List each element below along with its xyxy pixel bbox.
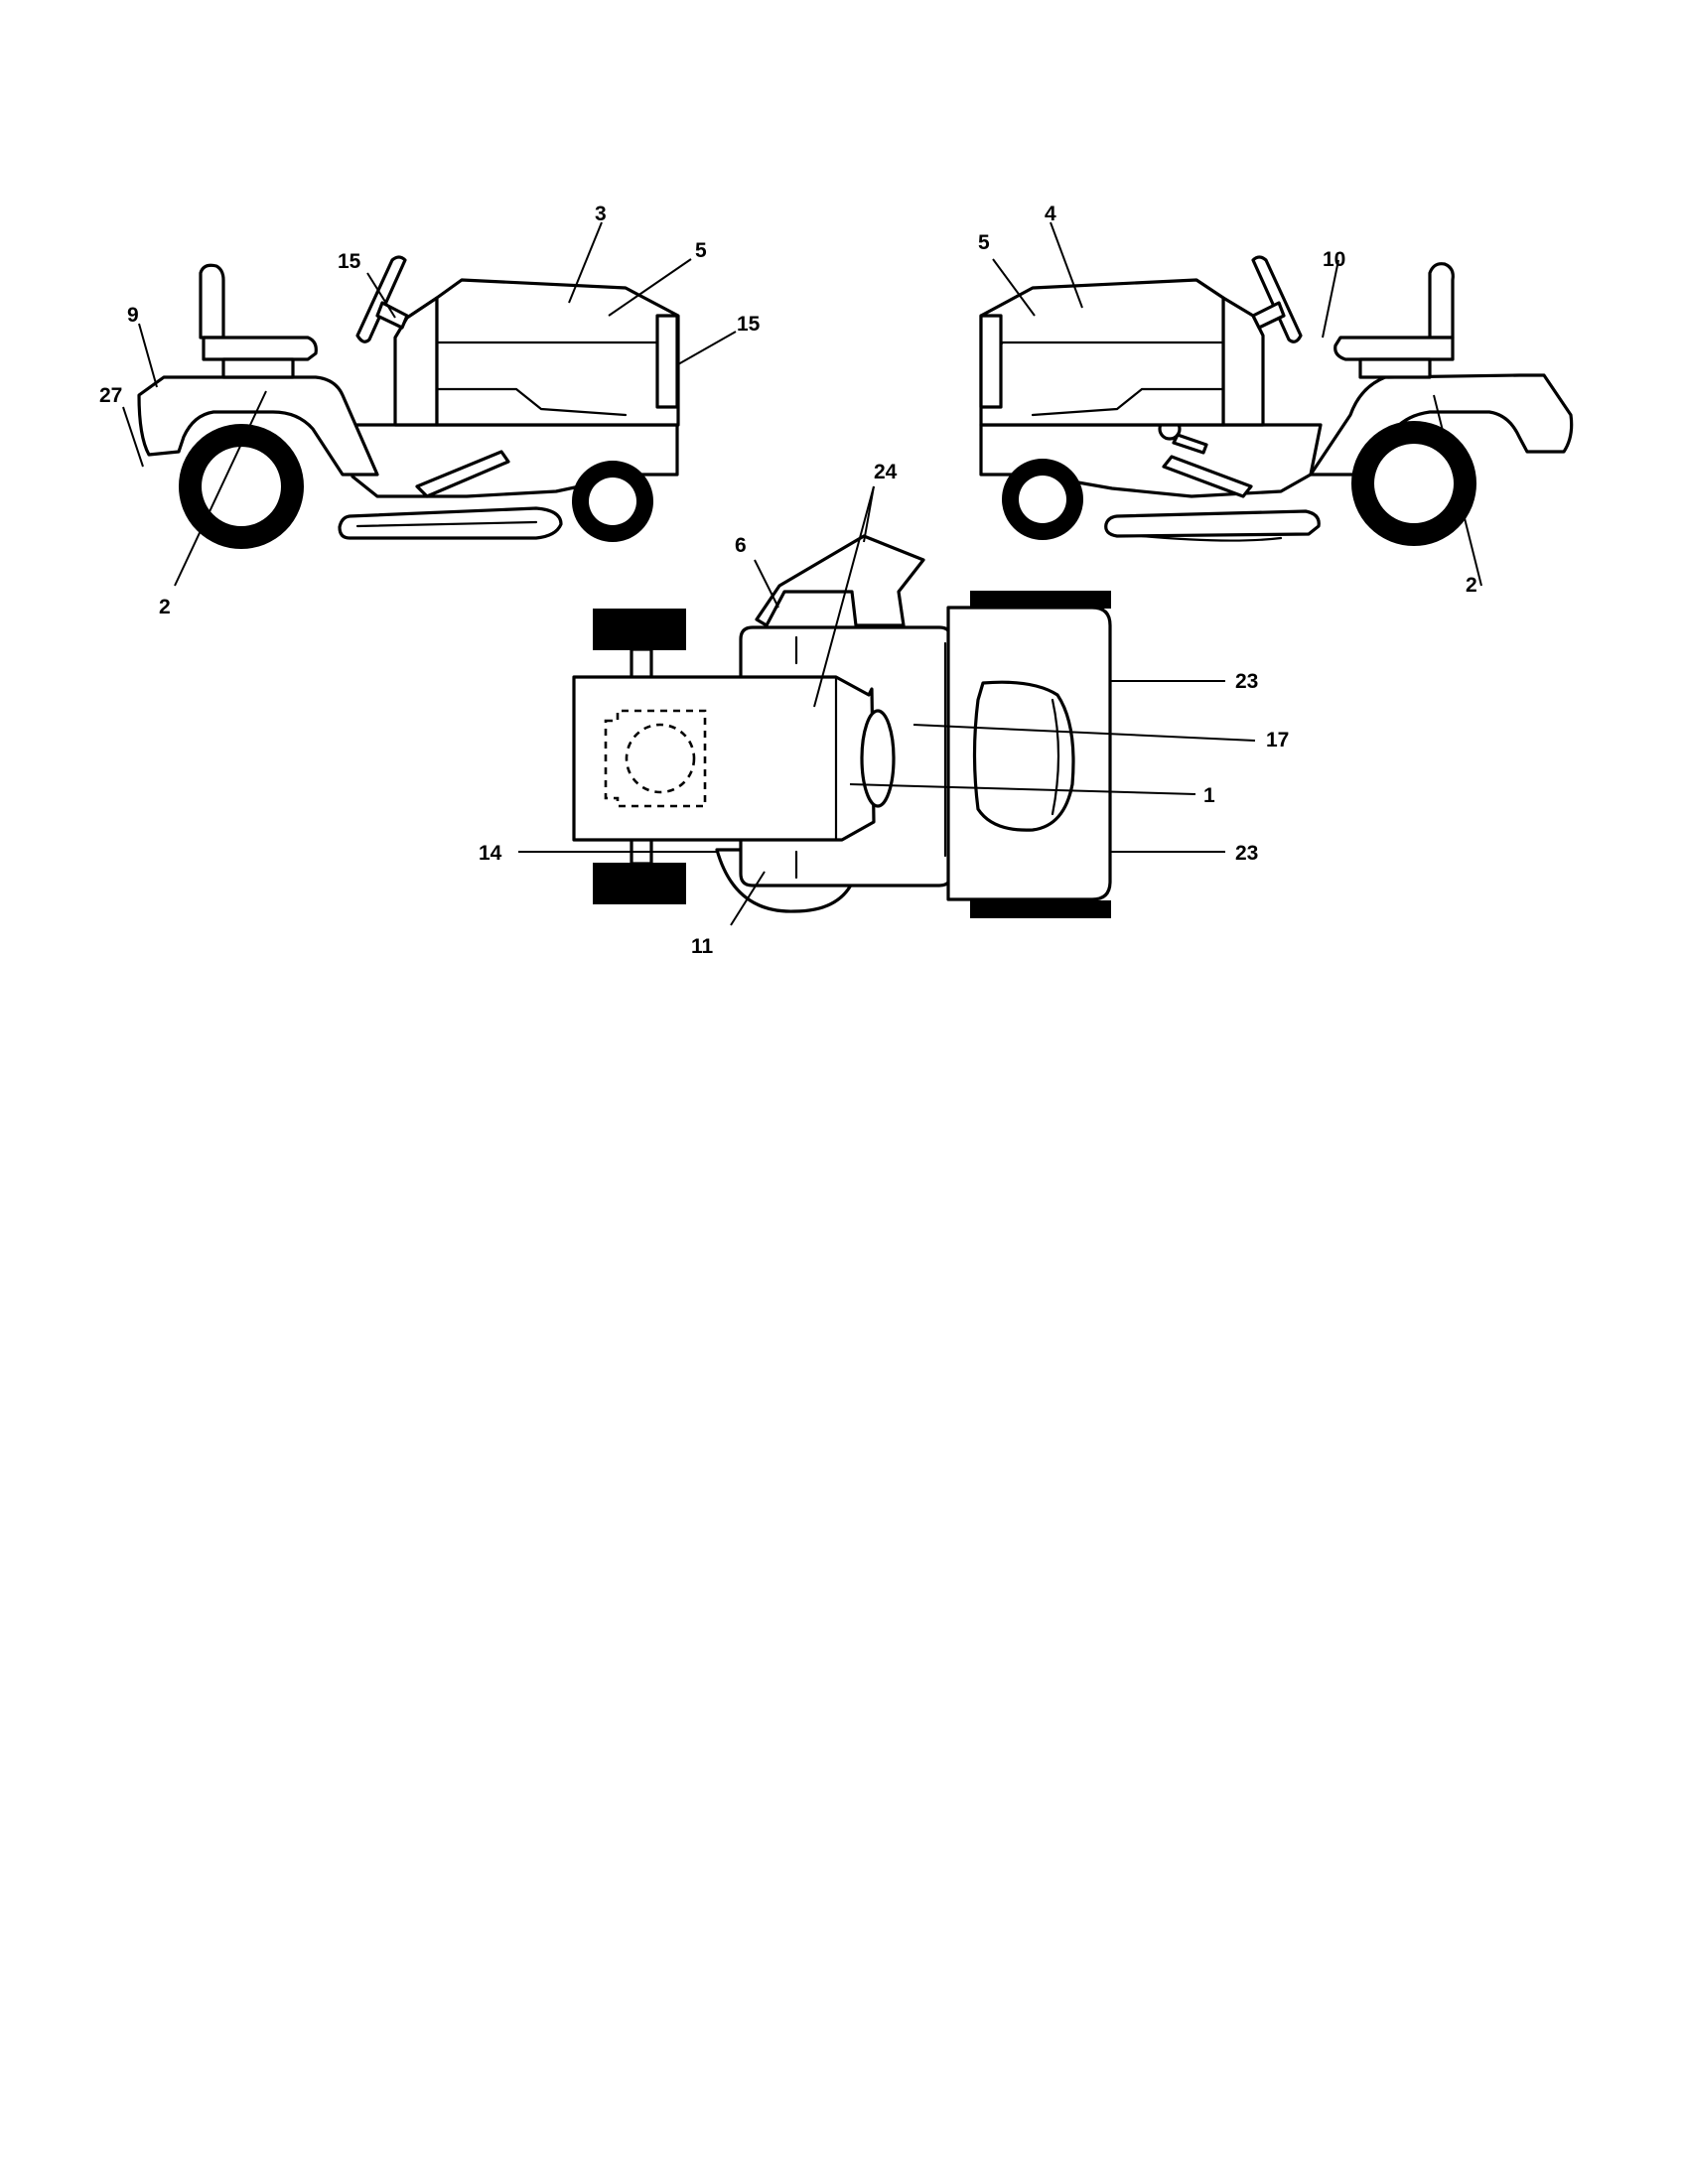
callout-label: 9 [127, 304, 139, 327]
front-wheel-left [572, 461, 653, 542]
front-wheel-top-lower [593, 863, 686, 904]
front-wheel-right [1002, 459, 1083, 540]
callout-label: 24 [874, 461, 898, 483]
callout-label: 2 [1466, 574, 1477, 597]
mower-deck-right [1104, 509, 1321, 538]
rear-wheel-top-upper [970, 591, 1111, 609]
hood-top [572, 675, 876, 842]
callout-label: 23 [1235, 842, 1258, 865]
callout-label: 11 [691, 935, 714, 958]
rear-wheel-top-lower [970, 900, 1111, 918]
discharge-chute [755, 534, 925, 627]
callout-label: 4 [1045, 203, 1056, 225]
seat-top [972, 680, 1075, 832]
steering-wheel-right [1251, 255, 1303, 343]
steering-wheel-left [355, 255, 407, 343]
engine-flywheel-outline [625, 723, 696, 794]
callout-label: 14 [479, 842, 502, 865]
seat-cushion-right [1333, 336, 1455, 361]
seat-back-right [1428, 262, 1455, 340]
tractor-right-side-view: 4 5 10 2 [978, 203, 1574, 597]
callout-label: 15 [737, 313, 761, 336]
callout-label: 3 [595, 203, 607, 225]
front-wheel-top-upper [593, 609, 686, 650]
foot-pedal-right [1162, 455, 1253, 498]
steering-column-top [860, 709, 896, 808]
callout-label: 15 [338, 250, 361, 273]
hood-left [435, 278, 680, 427]
rear-wheel-left [179, 424, 304, 549]
rear-fender-left [137, 375, 379, 477]
foot-pedal-left [415, 450, 510, 498]
rear-wheel-right [1351, 421, 1476, 546]
callout-label: 23 [1235, 670, 1258, 693]
callout-label: 1 [1203, 784, 1215, 807]
grille-left [655, 314, 679, 409]
tractor-top-view: 24 6 23 17 1 23 14 11 [479, 461, 1289, 958]
callout-label: 5 [695, 239, 707, 262]
callout-label: 27 [99, 384, 122, 407]
seat-cushion-left [202, 336, 318, 361]
callout-label: 2 [159, 596, 171, 618]
seat-back-left [199, 263, 225, 340]
grille-right [979, 314, 1003, 409]
tractor-left-side-view: 3 5 15 15 9 27 2 [99, 203, 761, 618]
engine-outline-top [604, 709, 707, 808]
callout-label: 17 [1266, 729, 1289, 751]
callout-label: 10 [1323, 248, 1345, 271]
callout-label: 6 [735, 534, 747, 557]
callout-label: 5 [978, 231, 990, 254]
hood-right [979, 278, 1225, 427]
